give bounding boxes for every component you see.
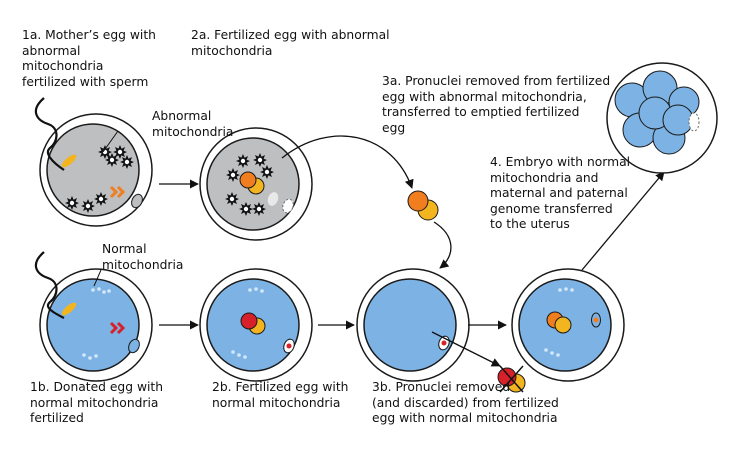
sperm-icon xyxy=(34,251,77,319)
step-3b-text: 3b. Pronuclei removed (and discarded) fr… xyxy=(372,380,559,425)
normal-pointer xyxy=(93,269,102,287)
transferred-pronuclei xyxy=(407,190,439,221)
orange-pronucleus xyxy=(239,171,257,189)
paternal-pronucleus-chevrons-icon xyxy=(109,185,126,199)
egg-3b xyxy=(356,268,470,382)
paternal-pronucleus-chevrons-icon xyxy=(109,321,126,335)
egg-1b xyxy=(39,268,153,382)
abnormal-mitochondria-label: Abnormal mitochondria xyxy=(152,109,234,139)
step-1a-text: 1a. Mother’s egg with abnormal mitochond… xyxy=(22,28,156,89)
normal-mitochondria-icon xyxy=(82,287,111,360)
egg-4 xyxy=(511,268,625,382)
step-2b-text: 2b. Fertilized egg with normal mitochond… xyxy=(212,380,349,410)
normal-mitochondria-label: Normal mitochondria xyxy=(102,242,184,272)
polar-body xyxy=(131,193,143,209)
arrow-4-embryo xyxy=(581,171,665,271)
step-2a-text: 2a. Fertilized egg with abnormal mitocho… xyxy=(191,28,390,58)
step-1b-text: 1b. Donated egg with normal mitochondria… xyxy=(30,380,164,425)
egg-2a xyxy=(199,127,313,241)
sperm-icon xyxy=(34,97,77,171)
embryo xyxy=(606,62,718,174)
discarded-pronuclei xyxy=(497,365,526,393)
abnormal-pointer xyxy=(102,130,119,153)
discard-x-icon xyxy=(499,365,524,393)
egg-1a xyxy=(39,113,153,227)
arrow-discard xyxy=(431,331,501,367)
step-4-text: 4. Embryo with normal mitochondria and m… xyxy=(490,155,631,231)
egg-2b xyxy=(199,268,313,382)
step-3a-text: 3a. Pronuclei removed from fertilized eg… xyxy=(382,74,611,135)
arrow-2a-transfer xyxy=(281,135,414,189)
arrow-transfer-3b xyxy=(433,221,452,269)
